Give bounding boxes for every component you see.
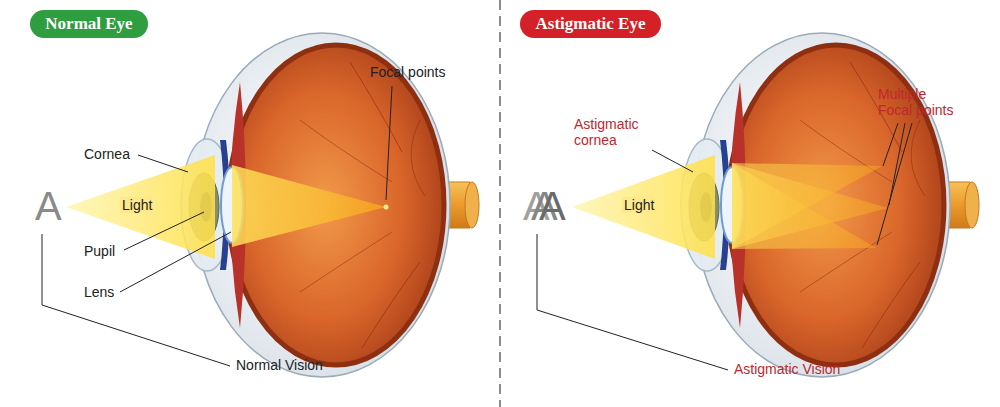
part-label: Cornea bbox=[84, 146, 130, 162]
bracket-line bbox=[42, 234, 230, 366]
heading-text: Astigmatic Eye bbox=[535, 14, 645, 33]
light-beam bbox=[66, 155, 215, 259]
scattered-beam bbox=[732, 163, 888, 249]
heading-pill: Astigmatic Eye bbox=[520, 10, 661, 38]
chart-letter: A bbox=[35, 186, 62, 226]
scattered-beam bbox=[732, 163, 876, 249]
leader-line bbox=[124, 212, 204, 250]
focused-beam bbox=[232, 165, 386, 247]
leader-line bbox=[386, 86, 392, 200]
leader-line bbox=[652, 150, 693, 172]
leader-line bbox=[889, 123, 905, 205]
eyeball bbox=[681, 33, 979, 377]
divider bbox=[499, 0, 501, 407]
heading-text: Normal Eye bbox=[45, 14, 132, 33]
part-label: Pupil bbox=[84, 243, 115, 259]
vision-label: Astigmatic Vision bbox=[734, 361, 840, 377]
leader-line bbox=[877, 123, 912, 245]
beam-label: Light bbox=[622, 197, 656, 213]
bracket-line bbox=[537, 234, 728, 370]
part-label: Lens bbox=[84, 284, 114, 300]
beam-label: Light bbox=[120, 197, 154, 213]
leader-line bbox=[138, 155, 188, 172]
leader-line bbox=[120, 232, 231, 292]
eyeball bbox=[181, 33, 479, 377]
part-label: Astigmatic cornea bbox=[574, 116, 652, 148]
focal-point bbox=[384, 205, 389, 210]
chart-letter: A bbox=[539, 186, 566, 226]
light-beam bbox=[572, 155, 715, 259]
part-label: Multiple Focal points bbox=[878, 86, 958, 118]
part-label: Focal points bbox=[370, 64, 445, 80]
leader-line bbox=[883, 123, 898, 166]
heading-pill: Normal Eye bbox=[30, 10, 148, 38]
vision-label: Normal Vision bbox=[236, 357, 323, 373]
